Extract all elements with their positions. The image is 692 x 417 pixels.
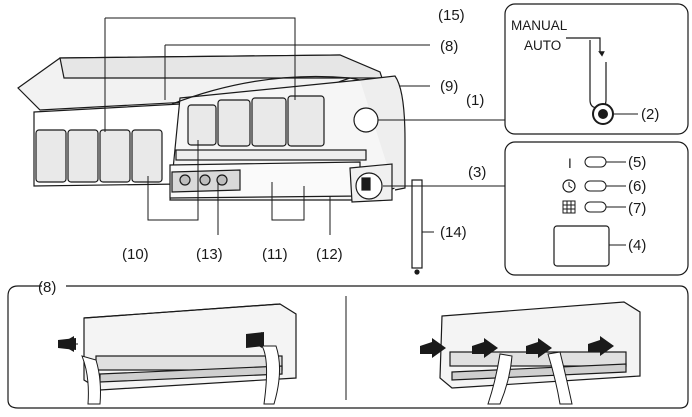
filter-grid-icon: [562, 200, 576, 214]
air-filters-left: [33, 103, 181, 187]
label-15: (15): [438, 7, 465, 24]
label-12: (12): [316, 246, 343, 263]
label-2: (2): [641, 106, 659, 123]
label-4: (4): [628, 237, 646, 254]
manual-label: MANUAL: [511, 18, 568, 33]
label-8-bottom: (8): [38, 279, 56, 296]
hand-left: [81, 355, 101, 405]
hand-right: [261, 345, 280, 405]
manual-auto-switch-zoom: [353, 107, 379, 133]
hand-left-2: [487, 353, 513, 405]
indoor-unit-illustration: [17, 54, 423, 275]
callout-labels: (15) (8) (9) (1) (2) (3) (5) (6) (7) (4)…: [38, 7, 659, 296]
filter-lamp: [584, 201, 607, 213]
power-symbol: I: [568, 156, 572, 171]
label-3: (3): [468, 164, 486, 181]
remote-control-holder: [411, 179, 423, 269]
push-arrows: [420, 336, 614, 358]
hand-right-2: [547, 351, 573, 405]
label-13: (13): [196, 246, 223, 263]
clock-icon: [562, 179, 576, 193]
signal-receiver: [553, 225, 610, 267]
auto-label: AUTO: [524, 38, 561, 53]
label-11: (11): [262, 246, 288, 263]
label-8-top: (8): [440, 38, 458, 55]
label-7: (7): [628, 200, 646, 217]
label-5: (5): [628, 154, 646, 171]
arrow-right-inward: [246, 332, 264, 348]
label-10: (10): [122, 246, 149, 263]
leader-lines: [104, 17, 505, 235]
unit-sliding-apart: [83, 303, 297, 391]
timer-lamp: [584, 180, 607, 192]
manual-auto-panel: MANUAL AUTO: [504, 3, 689, 135]
air-filters-right: [187, 95, 325, 147]
operation-lamp: [584, 156, 607, 168]
panel-removal-illustration: [7, 285, 689, 409]
label-14: (14): [440, 224, 467, 241]
label-6: (6): [628, 178, 646, 195]
label-9: (9): [440, 78, 458, 95]
label-1: (1): [466, 92, 484, 109]
indicator-panel: I: [504, 141, 689, 276]
